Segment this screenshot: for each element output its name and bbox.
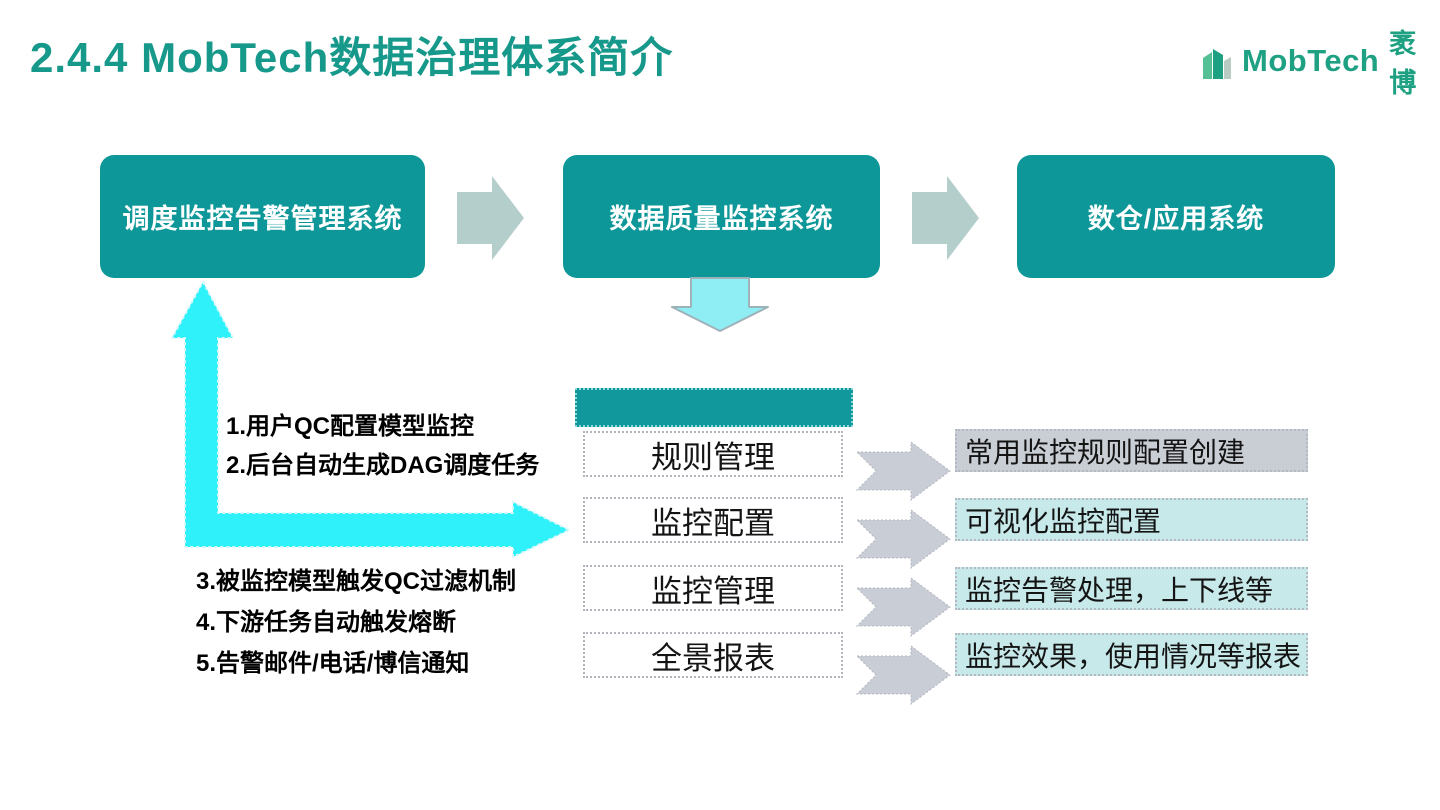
logo-brand-cn-text: 袤博: [1389, 29, 1417, 98]
desc-panorama-report: 监控效果，使用情况等报表: [955, 633, 1308, 676]
desc-rule-management: 常用监控规则配置创建: [955, 429, 1308, 472]
chevron-right-icon: [856, 645, 952, 705]
module-box-monitor-config: 监控配置: [583, 497, 843, 543]
mobtech-logo: MobTech 袤博: [1198, 22, 1440, 100]
chevron-right-icon: [856, 509, 952, 569]
module-box-monitor-management: 监控管理: [583, 565, 843, 611]
desc-monitor-management: 监控告警处理，上下线等: [955, 567, 1308, 610]
notes-steps-1-2: 1.用户QC配置模型监控 2.后台自动生成DAG调度任务: [226, 407, 539, 485]
flow-box-scheduling-alert-system: 调度监控告警管理系统: [100, 155, 425, 278]
module-box-panorama-report: 全景报表: [583, 632, 843, 678]
logo-brand-text: MobTech: [1242, 43, 1380, 78]
right-arrow-icon: [912, 176, 980, 260]
module-box-rule-management: 规则管理: [583, 431, 843, 477]
desc-monitor-config: 可视化监控配置: [955, 498, 1308, 541]
note-line: 2.后台自动生成DAG调度任务: [226, 452, 540, 479]
note-line: 1.用户QC配置模型监控: [226, 413, 475, 440]
note-line: 5.告警邮件/电话/博信通知: [196, 650, 470, 677]
flow-box-warehouse-app-system: 数仓/应用系统: [1017, 155, 1335, 278]
module-header-bar: [575, 388, 853, 427]
notes-steps-3-5: 3.被监控模型触发QC过滤机制 4.下游任务自动触发熔断 5.告警邮件/电话/博…: [196, 561, 516, 684]
flow-box-data-quality-system: 数据质量监控系统: [563, 155, 880, 278]
note-line: 3.被监控模型触发QC过滤机制: [196, 568, 517, 595]
chevron-right-icon: [856, 577, 952, 637]
cyan-feedback-arrow: [160, 275, 580, 565]
right-arrow-icon: [457, 176, 525, 260]
building-blocks-icon: [1198, 41, 1236, 81]
chevron-right-icon: [856, 441, 952, 501]
page-title: 2.4.4 MobTech数据治理体系简介: [30, 34, 674, 81]
down-arrow-icon: [670, 277, 770, 333]
note-line: 4.下游任务自动触发熔断: [196, 609, 457, 636]
